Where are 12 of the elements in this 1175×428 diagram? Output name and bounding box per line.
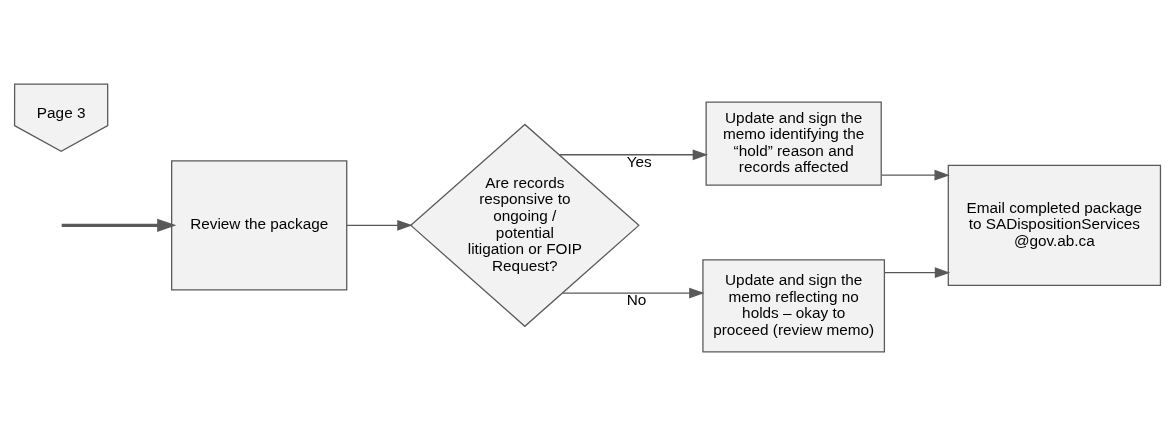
arrow: [883, 266, 951, 278]
node-box: Review the package: [171, 159, 348, 291]
node-box: Update and sign the memo identifying the “hold” reason and records affected: [705, 100, 882, 186]
arrow: [558, 148, 708, 160]
arrow: [346, 219, 413, 231]
node-box: Email completed package to SADispositionServices @gov.ab.ca: [947, 164, 1162, 286]
node-box: Update and sign the memo reflecting no holds – okay to proceed (review memo): [702, 258, 886, 353]
arrow: [562, 287, 705, 298]
arrow: [880, 169, 950, 181]
edge-label: Yes: [626, 152, 652, 170]
edge-label: No: [626, 290, 647, 308]
arrow: [61, 218, 177, 232]
